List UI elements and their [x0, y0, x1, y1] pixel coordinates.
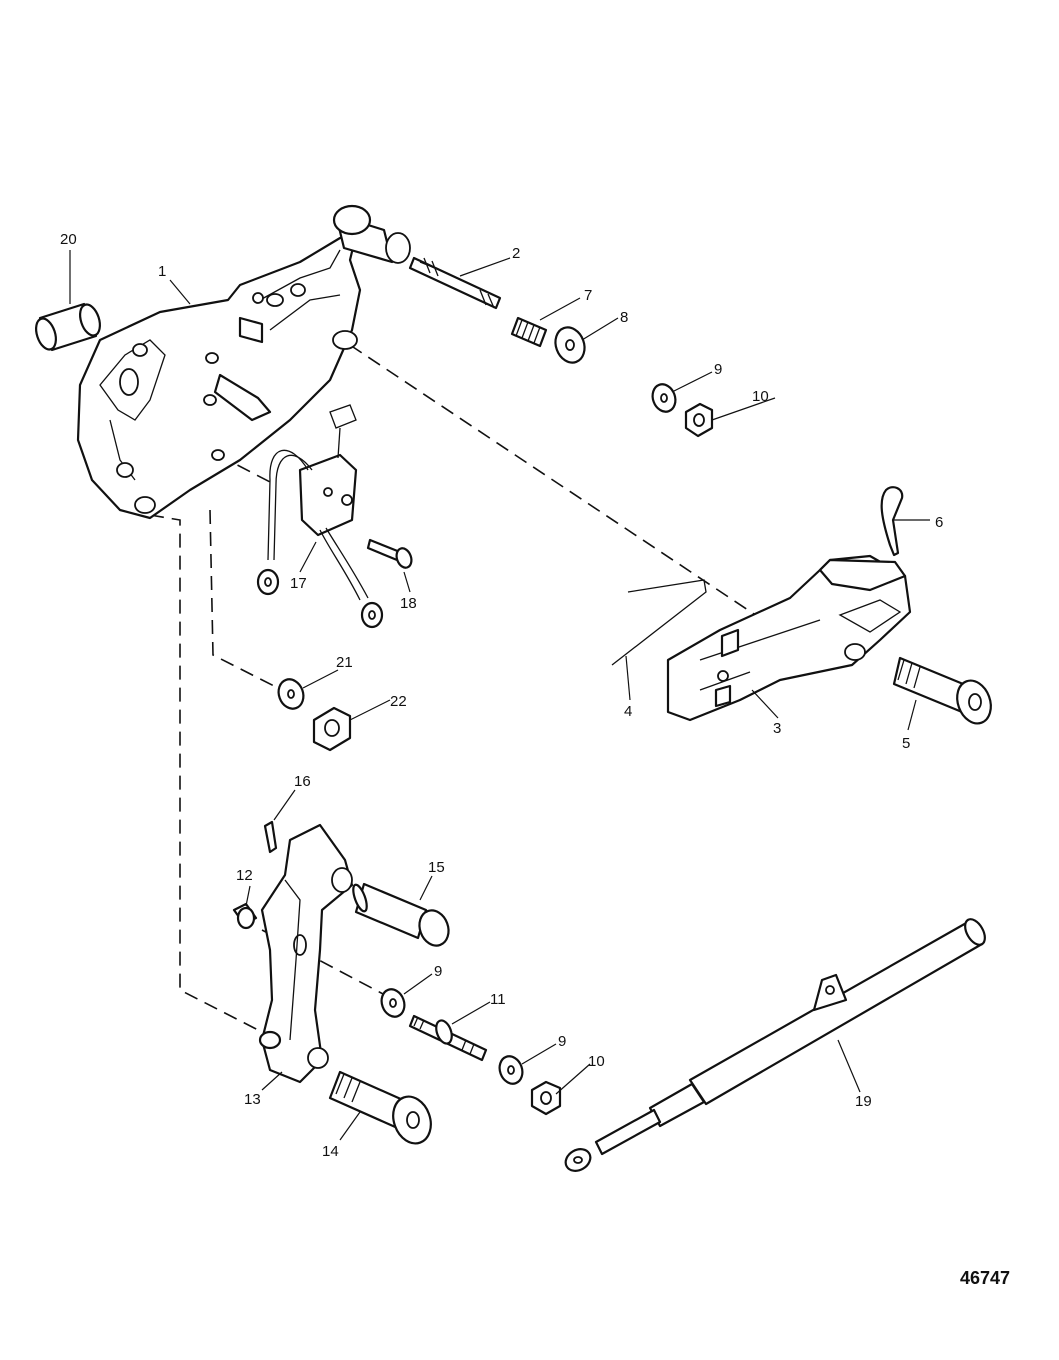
part-5-bolt: [892, 656, 992, 725]
callout-21: 21: [336, 654, 353, 671]
part-9-washer-upper: [651, 383, 677, 413]
part-20-bushing: [35, 302, 101, 352]
part-18-screw: [366, 538, 413, 569]
part-7-spring: [510, 316, 548, 348]
part-8-washer: [554, 326, 586, 364]
callout-2: 2: [512, 245, 520, 262]
callout-labels: 20 1 2 7 8 9 10 6 4 3 5 17 18 21 22 16 1…: [60, 231, 1010, 1288]
part-2-stud: [408, 256, 502, 310]
callout-22: 22: [390, 693, 407, 710]
callout-19: 19: [855, 1093, 872, 1110]
part-9-washer-middle: [380, 988, 406, 1018]
callout-9-middle: 9: [434, 963, 442, 980]
callout-3: 3: [773, 720, 781, 737]
part-17-switch: [256, 404, 384, 629]
part-3-lever: [666, 554, 912, 722]
part-11-stud: [408, 1014, 488, 1062]
part-13-lever: [258, 823, 354, 1084]
callout-11: 11: [490, 991, 506, 1008]
part-10-nut-lower: [530, 1080, 562, 1116]
part-22-nut: [312, 706, 352, 752]
callout-13: 13: [244, 1091, 261, 1108]
callout-10-lower: 10: [588, 1053, 605, 1070]
callout-12: 12: [236, 867, 253, 884]
callout-9-lower: 9: [558, 1033, 566, 1050]
callout-6: 6: [935, 514, 943, 531]
callout-5: 5: [902, 735, 910, 752]
part-10-nut-upper: [684, 402, 714, 438]
part-1-bracket: [76, 204, 411, 520]
part-19-tie-rod: [564, 918, 986, 1172]
part-6-cotter-pin: [880, 486, 904, 557]
callout-14: 14: [322, 1143, 339, 1160]
callout-4: 4: [624, 703, 632, 720]
part-15-clevis-pin: [352, 882, 450, 947]
part-16-cotter-pin: [263, 820, 278, 854]
part-14-bolt: [328, 1070, 432, 1145]
callout-17: 17: [290, 575, 307, 592]
part-12-pin: [232, 902, 258, 930]
callout-20: 20: [60, 231, 77, 248]
figure-number: 46747: [960, 1268, 1010, 1288]
callout-7: 7: [584, 287, 592, 304]
callout-10: 10: [752, 388, 769, 405]
callout-1: 1: [158, 263, 166, 280]
part-4-rod: [611, 579, 707, 666]
callout-15: 15: [428, 859, 445, 876]
callout-16: 16: [294, 773, 311, 790]
callout-8: 8: [620, 309, 628, 326]
callout-18: 18: [400, 595, 417, 612]
callout-9: 9: [714, 361, 722, 378]
part-21-washer: [277, 678, 305, 710]
leader-lines: [69, 250, 930, 1141]
part-9-washer-lower: [498, 1055, 524, 1085]
